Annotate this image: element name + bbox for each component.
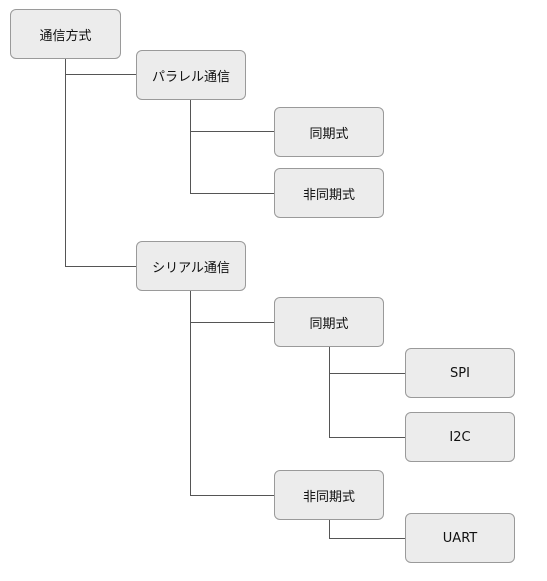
- root-node: 通信方式: [10, 9, 121, 59]
- serial-sync-node: 同期式: [274, 297, 384, 347]
- connector-parallel-sync: [190, 131, 274, 132]
- connector-async-uart: [329, 538, 405, 539]
- parallel-sync-node: 同期式: [274, 107, 384, 157]
- connector-root-parallel: [65, 74, 136, 75]
- connector-root-trunk: [65, 58, 66, 266]
- spi-node: SPI: [405, 348, 515, 398]
- connector-async-trunk: [329, 520, 330, 538]
- connector-parallel-trunk: [190, 100, 191, 193]
- connector-root-serial: [65, 266, 136, 267]
- connector-parallel-async: [190, 193, 274, 194]
- uart-node: UART: [405, 513, 515, 563]
- connector-serial-sync: [190, 322, 274, 323]
- connector-sync-spi: [329, 373, 405, 374]
- serial-node: シリアル通信: [136, 241, 246, 291]
- connector-sync-i2c: [329, 437, 405, 438]
- serial-async-node: 非同期式: [274, 470, 384, 520]
- connector-serial-trunk: [190, 291, 191, 495]
- connector-serial-async: [190, 495, 274, 496]
- parallel-node: パラレル通信: [136, 50, 246, 100]
- i2c-node: I2C: [405, 412, 515, 462]
- parallel-async-node: 非同期式: [274, 168, 384, 218]
- connector-sync-trunk: [329, 347, 330, 437]
